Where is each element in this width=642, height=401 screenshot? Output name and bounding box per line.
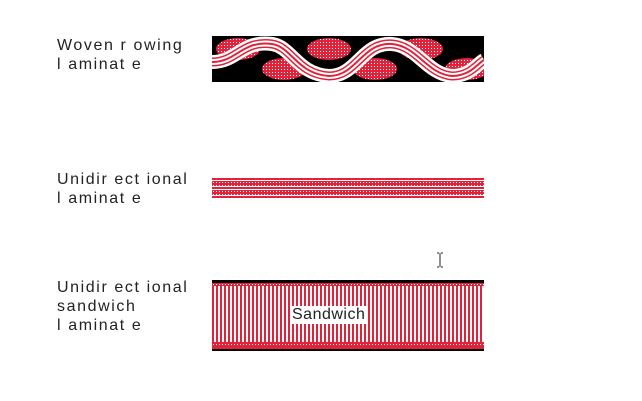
- uni-ply: [212, 187, 484, 189]
- unidirectional-laminate-panel: [212, 178, 484, 198]
- fiber-bundle: [307, 38, 351, 60]
- sandwich-bottom-skin: [212, 342, 484, 344]
- uni-ply: [212, 178, 484, 180]
- woven-strand-core: [212, 42, 484, 78]
- sandwich-core-label: Sandwich: [290, 306, 368, 324]
- uni-ply: [212, 181, 484, 186]
- sandwich-bottom-skin: [212, 344, 484, 347]
- sandwich-bottom-skin: [212, 347, 484, 349]
- sandwich-bottom-skin-edge: [212, 349, 484, 351]
- label-woven-roving-laminate: Woven r owing l aminat e: [57, 37, 184, 73]
- label-unidirectional-sandwich-laminate: Unidir ect ional sandwich l aminat e: [57, 279, 189, 334]
- sandwich-top-skin-edge: [212, 280, 484, 283]
- text-cursor-icon: [437, 252, 443, 268]
- sandwich-top-skin: [212, 283, 484, 286]
- woven-roving-laminate-panel: [212, 36, 484, 82]
- label-unidirectional-laminate: Unidir ect ional l aminat e: [57, 171, 189, 207]
- uni-ply: [212, 196, 484, 198]
- uni-ply: [212, 190, 484, 195]
